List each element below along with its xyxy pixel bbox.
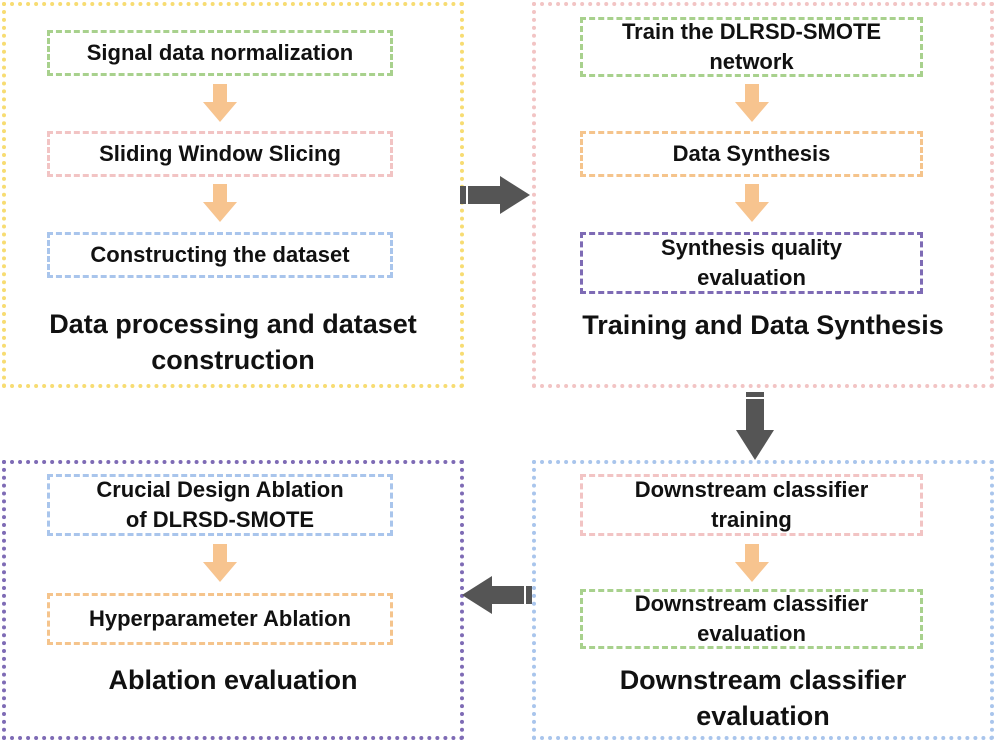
- panel-title-training: Training and Data Synthesis: [536, 307, 990, 343]
- panel-title-data-processing: Data processing and dataset construction: [6, 306, 460, 378]
- step-label-line: evaluation: [697, 621, 806, 646]
- flow-arrow-right-icon: [460, 176, 530, 214]
- step-label-line: Synthesis quality: [661, 235, 842, 260]
- title-line: Downstream classifier: [619, 665, 907, 695]
- step-downstream-training: Downstream classifier training: [580, 474, 923, 536]
- step-train-network: Train the DLRSD-SMOTE network: [580, 17, 923, 77]
- step-label-line: evaluation: [697, 265, 806, 290]
- step-hyperparameter-ablation: Hyperparameter Ablation: [47, 593, 393, 645]
- step-label: Hyperparameter Ablation: [88, 606, 352, 631]
- step-constructing-dataset: Constructing the dataset: [47, 232, 393, 278]
- step-label: Data Synthesis: [672, 141, 831, 166]
- title-line: evaluation: [696, 701, 830, 731]
- step-label-line: network: [709, 49, 794, 74]
- title-line: Data processing and dataset: [49, 309, 417, 339]
- step-label: Sliding Window Slicing: [99, 141, 341, 166]
- step-downstream-evaluation: Downstream classifier evaluation: [580, 589, 923, 649]
- panel-downstream: [532, 460, 994, 740]
- panel-title-downstream: Downstream classifier evaluation: [536, 662, 990, 734]
- step-label-line: Train the DLRSD-SMOTE: [621, 19, 882, 44]
- panel-ablation: [2, 460, 464, 740]
- down-arrow-icon: [203, 544, 237, 582]
- down-arrow-icon: [735, 84, 769, 122]
- step-label-line: Crucial Design Ablation: [96, 477, 344, 502]
- step-sliding-window: Sliding Window Slicing: [47, 131, 393, 177]
- flow-arrow-down-icon: [736, 392, 774, 460]
- step-crucial-design-ablation: Crucial Design Ablation of DLRSD-SMOTE: [47, 474, 393, 536]
- down-arrow-icon: [735, 544, 769, 582]
- down-arrow-icon: [203, 84, 237, 122]
- step-data-synthesis: Data Synthesis: [580, 131, 923, 177]
- step-synthesis-quality: Synthesis quality evaluation: [580, 232, 923, 294]
- title-line: Training and Data Synthesis: [582, 310, 944, 340]
- panel-training: [532, 2, 994, 388]
- step-label-line: of DLRSD-SMOTE: [125, 507, 315, 532]
- flow-arrow-left-icon: [462, 576, 532, 614]
- panel-title-ablation: Ablation evaluation: [6, 662, 460, 698]
- step-label-line: Downstream classifier: [634, 591, 869, 616]
- down-arrow-icon: [735, 184, 769, 222]
- step-label: Signal data normalization: [86, 40, 354, 65]
- step-signal-normalization: Signal data normalization: [47, 30, 393, 76]
- step-label: Constructing the dataset: [90, 242, 350, 267]
- title-line: Ablation evaluation: [108, 665, 358, 695]
- down-arrow-icon: [203, 184, 237, 222]
- step-label-line: Downstream classifier: [634, 477, 869, 502]
- step-label-line: training: [711, 507, 792, 532]
- title-line: construction: [151, 345, 315, 375]
